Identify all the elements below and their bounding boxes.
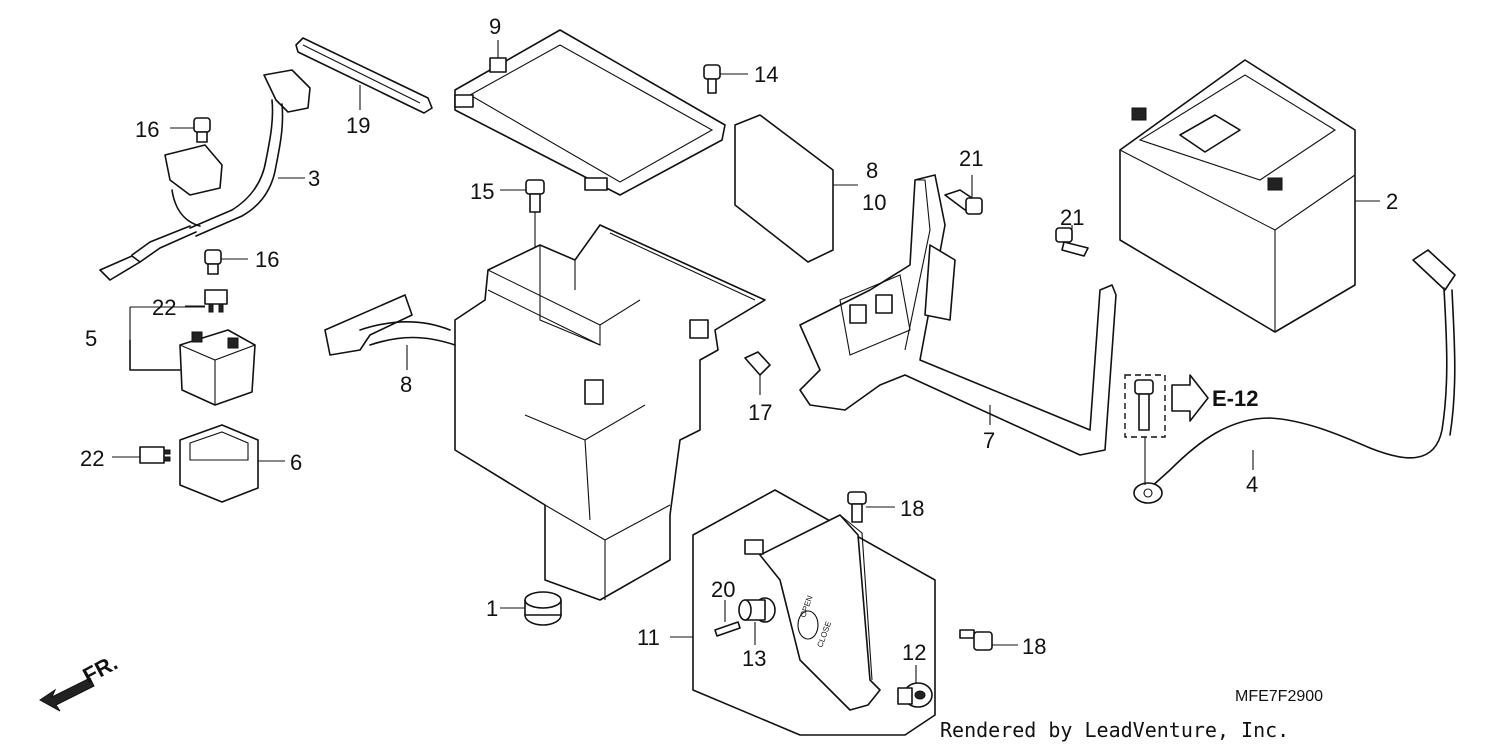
callout-14: 14	[754, 62, 778, 87]
callout-21-upper: 21	[959, 146, 983, 171]
callout-19: 19	[346, 113, 370, 138]
credit-text: Rendered by LeadVenture, Inc.	[940, 718, 1289, 742]
relay-cover[interactable]	[179, 424, 285, 503]
e12-reference[interactable]	[1124, 374, 1209, 485]
grommet[interactable]	[500, 591, 562, 626]
collar-13[interactable]	[738, 597, 776, 645]
callout-2: 2	[1386, 189, 1398, 214]
callout-5: 5	[85, 326, 97, 351]
bolt-21-upper[interactable]	[944, 175, 983, 215]
callout-16-upper: 16	[135, 117, 159, 142]
battery[interactable]	[1119, 59, 1380, 333]
callout-16-lower: 16	[255, 247, 279, 272]
battery-cover[interactable]	[454, 29, 726, 196]
callout-20: 20	[711, 577, 735, 602]
callout-7: 7	[983, 428, 995, 453]
reference-e12: E-12	[1212, 386, 1258, 411]
callout-22-upper: 22	[152, 295, 176, 320]
bolt-16-lower[interactable]	[204, 249, 248, 275]
starter-relay[interactable]	[129, 306, 256, 406]
callout-9: 9	[489, 14, 501, 39]
front-arrow-icon	[39, 677, 95, 712]
callout-12: 12	[902, 640, 926, 665]
fuse-22-lower[interactable]	[112, 446, 171, 464]
callout-4: 4	[1246, 472, 1258, 497]
bolt-15[interactable]	[500, 179, 545, 330]
callout-17: 17	[748, 400, 772, 425]
callout-8-pad: 8	[866, 158, 878, 183]
callout-10: 10	[862, 190, 886, 215]
bolt-21-lower[interactable]	[1055, 225, 1089, 257]
screw-18-lower[interactable]	[959, 629, 1018, 651]
rubber-band[interactable]	[295, 37, 433, 114]
callout-21-lower: 21	[1060, 205, 1084, 230]
callout-8-box: 8	[400, 372, 412, 397]
pin-20[interactable]	[714, 600, 741, 637]
fuse-22-upper[interactable]	[185, 289, 228, 313]
clip-17[interactable]	[744, 351, 771, 395]
screw-18-upper[interactable]	[847, 491, 895, 523]
bolt-16-upper[interactable]	[170, 117, 211, 143]
callout-22-lower: 22	[80, 446, 104, 471]
callout-18-lower: 18	[1022, 634, 1046, 659]
callout-13: 13	[742, 646, 766, 671]
callout-3: 3	[308, 166, 320, 191]
callout-6: 6	[290, 450, 302, 475]
starter-cable[interactable]	[99, 69, 311, 281]
battery-bracket[interactable]	[799, 174, 1117, 456]
callout-18-upper: 18	[900, 496, 924, 521]
battery-box[interactable]	[324, 224, 766, 601]
negative-cable[interactable]	[1133, 249, 1456, 504]
callout-11: 11	[637, 625, 660, 650]
key-cylinder[interactable]	[897, 665, 933, 708]
side-cover-assembly[interactable]	[670, 489, 936, 736]
bolt-14[interactable]	[703, 64, 748, 94]
callout-15: 15	[470, 179, 494, 204]
callout-1: 1	[486, 596, 498, 621]
diagram-code: MFE7F2900	[1235, 688, 1323, 705]
battery-pad[interactable]	[734, 114, 858, 263]
